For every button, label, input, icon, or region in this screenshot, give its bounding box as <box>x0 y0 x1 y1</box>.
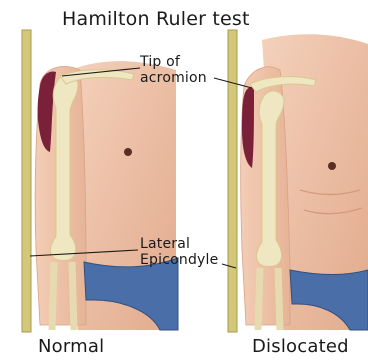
acromion-label-line1: Tip of <box>140 54 207 70</box>
epicondyle-label-line1: Lateral <box>140 236 218 252</box>
normal-nipple <box>124 148 132 156</box>
dislocated-ruler <box>228 30 237 332</box>
acromion-label: Tip of acromion <box>140 54 207 86</box>
epicondyle-label: Lateral Epicondyle <box>140 236 218 268</box>
caption-dislocated: Dislocated <box>252 336 349 357</box>
caption-normal: Normal <box>38 336 104 357</box>
dislocated-figure <box>228 30 368 332</box>
epicondyle-label-line2: Epicondyle <box>140 252 218 268</box>
acromion-label-line2: acromion <box>140 70 207 86</box>
dislocated-nipple <box>328 162 336 170</box>
diagram-title: Hamilton Ruler test <box>62 8 250 30</box>
normal-ruler <box>22 30 31 332</box>
